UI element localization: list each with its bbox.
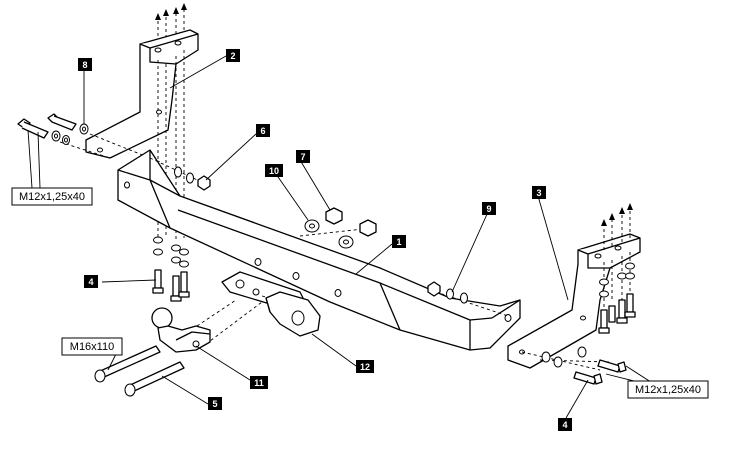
svg-text:3: 3 xyxy=(536,188,541,198)
callout-11: 11 xyxy=(250,376,268,389)
main-crossbar xyxy=(117,149,521,351)
left-side-bracket xyxy=(85,29,199,159)
svg-text:7: 7 xyxy=(300,152,305,162)
callout-5: 5 xyxy=(208,397,222,410)
right-mount-arrows xyxy=(601,203,633,250)
socket-plate xyxy=(261,291,321,337)
callout-2: 2 xyxy=(226,49,240,62)
callout-7: 7 xyxy=(296,150,310,163)
right-side-bracket xyxy=(507,233,641,369)
svg-text:M12x1,25x40: M12x1,25x40 xyxy=(635,384,701,396)
callout-1: 1 xyxy=(392,235,406,248)
upper-washers-nut xyxy=(149,157,211,191)
right-vertical-bolts xyxy=(598,252,636,334)
ball-mount-bolts xyxy=(94,345,185,397)
svg-text:M16x110: M16x110 xyxy=(70,341,114,353)
svg-text:2: 2 xyxy=(230,51,235,61)
callout-8: 8 xyxy=(78,58,92,71)
svg-text:6: 6 xyxy=(260,126,265,136)
callout-3: 3 xyxy=(532,186,546,199)
svg-text:M12x1,25x40: M12x1,25x40 xyxy=(19,191,85,203)
callout-9: 9 xyxy=(482,202,496,215)
spec-label-left-bolt: M12x1,25x40 xyxy=(11,187,93,206)
spec-label-right-bolt: M12x1,25x40 xyxy=(627,380,709,399)
callout-4-right: 4 xyxy=(558,418,572,431)
svg-text:5: 5 xyxy=(212,399,217,409)
callout-6: 6 xyxy=(256,124,270,137)
svg-text:12: 12 xyxy=(360,362,370,372)
spec-label-ball-bolt: M16x110 xyxy=(61,337,123,356)
right-horizontal-bolts xyxy=(521,346,627,385)
svg-text:8: 8 xyxy=(82,60,87,70)
callout-12: 12 xyxy=(356,360,374,373)
tow-ball xyxy=(151,299,263,353)
left-vertical-bolts xyxy=(152,236,190,302)
washer-nut-group xyxy=(299,207,377,249)
svg-text:11: 11 xyxy=(254,378,264,388)
callout-10: 10 xyxy=(265,164,283,177)
svg-text:4: 4 xyxy=(88,277,93,287)
left-horizontal-bolts xyxy=(17,113,161,163)
left-mount-arrows xyxy=(155,3,187,48)
svg-text:10: 10 xyxy=(269,166,279,176)
svg-text:9: 9 xyxy=(486,204,491,214)
svg-text:4: 4 xyxy=(562,420,567,430)
callout-4-left: 4 xyxy=(84,275,98,288)
svg-text:1: 1 xyxy=(396,237,401,247)
